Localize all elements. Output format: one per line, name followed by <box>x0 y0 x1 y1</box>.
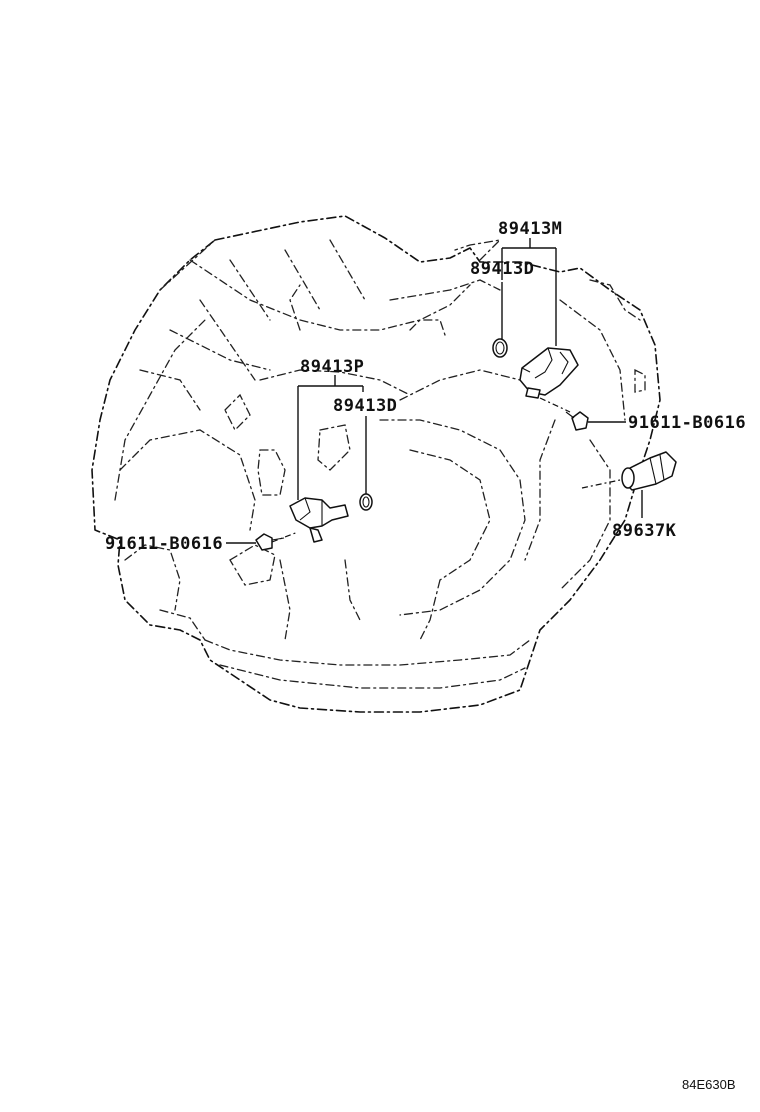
callout-89413p: 89413P <box>300 357 364 377</box>
o-ring-lower <box>359 493 373 511</box>
o-ring-upper <box>492 338 508 358</box>
bolt-left <box>255 531 299 551</box>
callout-89637k: 89637K <box>612 521 677 541</box>
callout-bolt-right: 91611-B0616 <box>628 413 746 433</box>
bolt-right <box>539 397 589 431</box>
callout-bolt-left: 91611-B0616 <box>105 534 223 554</box>
pressure-switch <box>581 451 677 491</box>
transmission-housing <box>91 215 661 713</box>
speed-sensor-upper <box>519 347 579 399</box>
speed-sensor-lower <box>289 497 349 543</box>
callout-89413d-upper: 89413D <box>470 259 534 279</box>
figure-reference: 84E630B <box>682 1077 736 1092</box>
callout-89413d-lower: 89413D <box>333 396 397 416</box>
callout-89413m: 89413M <box>498 219 562 239</box>
leader-lines <box>226 238 643 544</box>
